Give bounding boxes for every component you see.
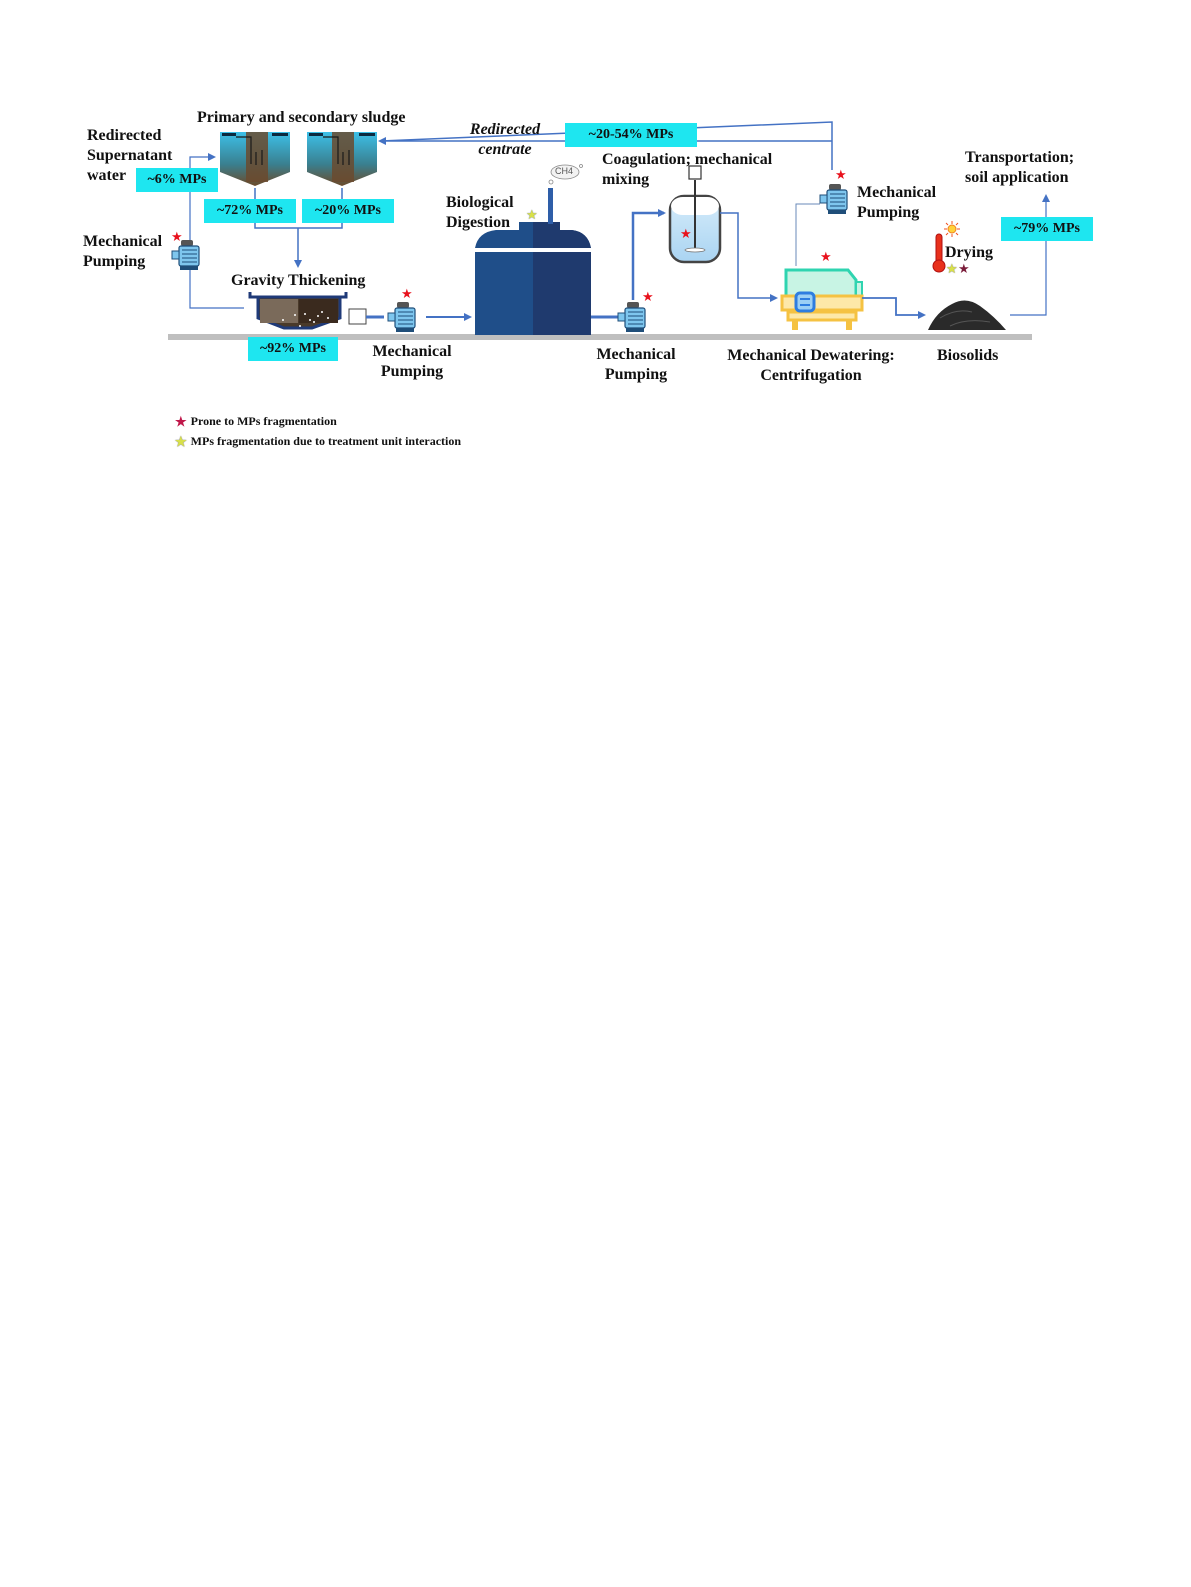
process-diagram: [168, 121, 1050, 340]
pump-icon: [617, 302, 646, 332]
label-coagulation-mixing: Coagulation; mechanical mixing: [602, 150, 772, 190]
label-line: Digestion: [446, 214, 510, 231]
flow-biosolids-to-transport: [1010, 194, 1050, 316]
flow-pump-to-mixer: [631, 209, 666, 300]
legend-item: ★ MPs fragmentation due to treatment uni…: [175, 434, 461, 449]
interaction-star-icon: ★: [526, 207, 538, 222]
fragmentation-star-icon: ★: [171, 229, 183, 244]
label-line: centrate: [478, 141, 532, 158]
flow-centrifuge-to-biosolids: [862, 297, 926, 319]
clarifier-tank-secondary: [307, 132, 377, 186]
mp-badge-thickening: ~92% MPs: [248, 337, 338, 361]
label-mechanical-pumping-2: Mechanical Pumping: [362, 342, 462, 382]
ch4-cloud-icon: [548, 164, 583, 185]
mixing-tank: [668, 165, 722, 264]
label-line: Mechanical: [596, 346, 676, 363]
interaction-star-icon: ★: [946, 261, 958, 276]
mp-badge-primary: ~72% MPs: [204, 199, 296, 223]
label-biosolids: Biosolids: [937, 347, 999, 364]
gravity-thickener: [248, 292, 348, 330]
label-line: Pumping: [857, 204, 920, 221]
sun-icon: [944, 221, 960, 237]
biosolids-pile: [928, 300, 1006, 330]
legend-star-icon: ★: [175, 434, 187, 449]
ground-line: [168, 334, 1032, 340]
label-line: mixing: [602, 171, 650, 188]
label-mechanical-dewatering: Mechanical Dewatering: Centrifugation: [716, 346, 906, 386]
digester-tank: [475, 188, 591, 335]
label-line: Mechanical: [372, 343, 452, 360]
label-primary-secondary-sludge: Primary and secondary sludge: [197, 109, 406, 126]
label-redirected-centrate: Redirected centrate: [462, 120, 548, 160]
label-line: Mechanical: [857, 184, 937, 201]
mp-badge-secondary: ~20% MPs: [302, 199, 394, 223]
label-line: Coagulation; mechanical: [602, 151, 773, 168]
legend-item: ★ Prone to MPs fragmentation: [175, 414, 337, 429]
mp-badge-supernatant: ~6% MPs: [136, 168, 218, 192]
label-transportation: Transportation; soil application: [965, 148, 1074, 188]
pump-icon: [387, 302, 416, 332]
fragmentation-star-icon: ★: [401, 286, 413, 301]
ch4-label: CH4: [555, 166, 574, 176]
flow-redirected-supernatant: [189, 153, 244, 309]
label-line: Mechanical: [83, 233, 163, 250]
flow-centrifuge-to-pump: [795, 203, 820, 266]
clarifier-tank-primary: [220, 132, 290, 186]
label-line: Redirected: [87, 127, 162, 144]
fragmentation-star-icon: ★: [642, 289, 654, 304]
legend-text: MPs fragmentation due to treatment unit …: [190, 434, 462, 448]
legend-text: Prone to MPs fragmentation: [190, 414, 337, 428]
label-gravity-thickening: Gravity Thickening: [231, 272, 366, 289]
thermometer-icon: [932, 233, 946, 273]
label-line: Centrifugation: [760, 367, 862, 384]
mp-badge-centrate: ~20-54% MPs: [565, 123, 697, 147]
label-mechanical-pumping-4: Mechanical Pumping: [857, 183, 936, 223]
label-drying: Drying: [945, 244, 993, 261]
label-redirected-supernatant: Redirected Supernatant water: [87, 126, 172, 186]
pump-icon: [819, 184, 848, 214]
fragmentation-star-icon: ★: [680, 226, 692, 241]
fragmentation-star-icon: ★: [835, 167, 847, 182]
label-line: water: [87, 167, 127, 184]
pump-icon: [171, 240, 200, 270]
label-mechanical-pumping-3: Mechanical Pumping: [586, 345, 686, 385]
legend-star-icon: ★: [175, 414, 187, 429]
label-line: Mechanical Dewatering:: [727, 347, 895, 364]
mp-badge-biosolids: ~79% MPs: [1001, 217, 1093, 241]
label-line: Pumping: [380, 363, 444, 380]
label-line: Biological: [446, 194, 514, 211]
centrifuge: [780, 268, 864, 330]
flow-mixer-to-centrifuge: [720, 212, 778, 302]
label-line: Pumping: [83, 253, 146, 270]
label-line: Pumping: [604, 366, 668, 383]
fragmentation-star-icon: ★: [820, 249, 832, 264]
fragmentation-star-icon: ★: [958, 261, 970, 276]
label-line: soil application: [965, 169, 1069, 186]
label-mechanical-pumping-left: Mechanical Pumping: [83, 232, 162, 272]
label-line: Redirected: [469, 121, 541, 138]
label-biological-digestion: Biological Digestion: [446, 193, 514, 233]
valve-box: [348, 308, 367, 325]
label-line: Supernatant: [87, 147, 173, 164]
label-line: Transportation;: [965, 149, 1075, 166]
